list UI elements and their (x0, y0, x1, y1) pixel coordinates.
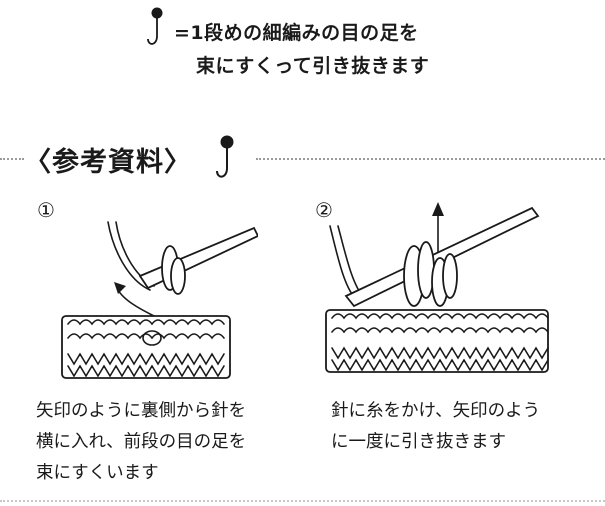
step-1-caption: 矢印のように裏側から針を 横に入れ、前段の目の足を 束にすくいます (36, 396, 246, 489)
step-2-caption-line: に一度に引き抜きます (331, 432, 506, 452)
step-1-caption-line: 矢印のように裏側から針を (36, 401, 246, 421)
step-2-caption: 針に糸をかけ、矢印のよう に一度に引き抜きます (331, 396, 540, 458)
legend-line-1: =1段めの細編みの目の足を (174, 22, 419, 44)
step-2-caption-line: 針に糸をかけ、矢印のよう (331, 401, 541, 421)
step-2-illustration (325, 202, 549, 373)
section-heading: 〈参考資料〉 (24, 147, 192, 178)
slip-stitch-symbol-icon (216, 135, 234, 178)
step-2-number: ② (315, 198, 333, 222)
bottom-divider (0, 500, 605, 502)
step-1-caption-line: 横に入れ、前段の目の足を (36, 432, 247, 452)
heading-divider-right (256, 158, 605, 160)
step-1-caption-line: 束にすくいます (36, 463, 159, 483)
legend-line-2: 束にすくって引き抜きます (196, 55, 430, 77)
slip-stitch-symbol-icon (147, 7, 163, 45)
step-1-number: ① (37, 198, 55, 222)
step-1-illustration (61, 221, 258, 379)
heading-divider-left (0, 158, 24, 160)
